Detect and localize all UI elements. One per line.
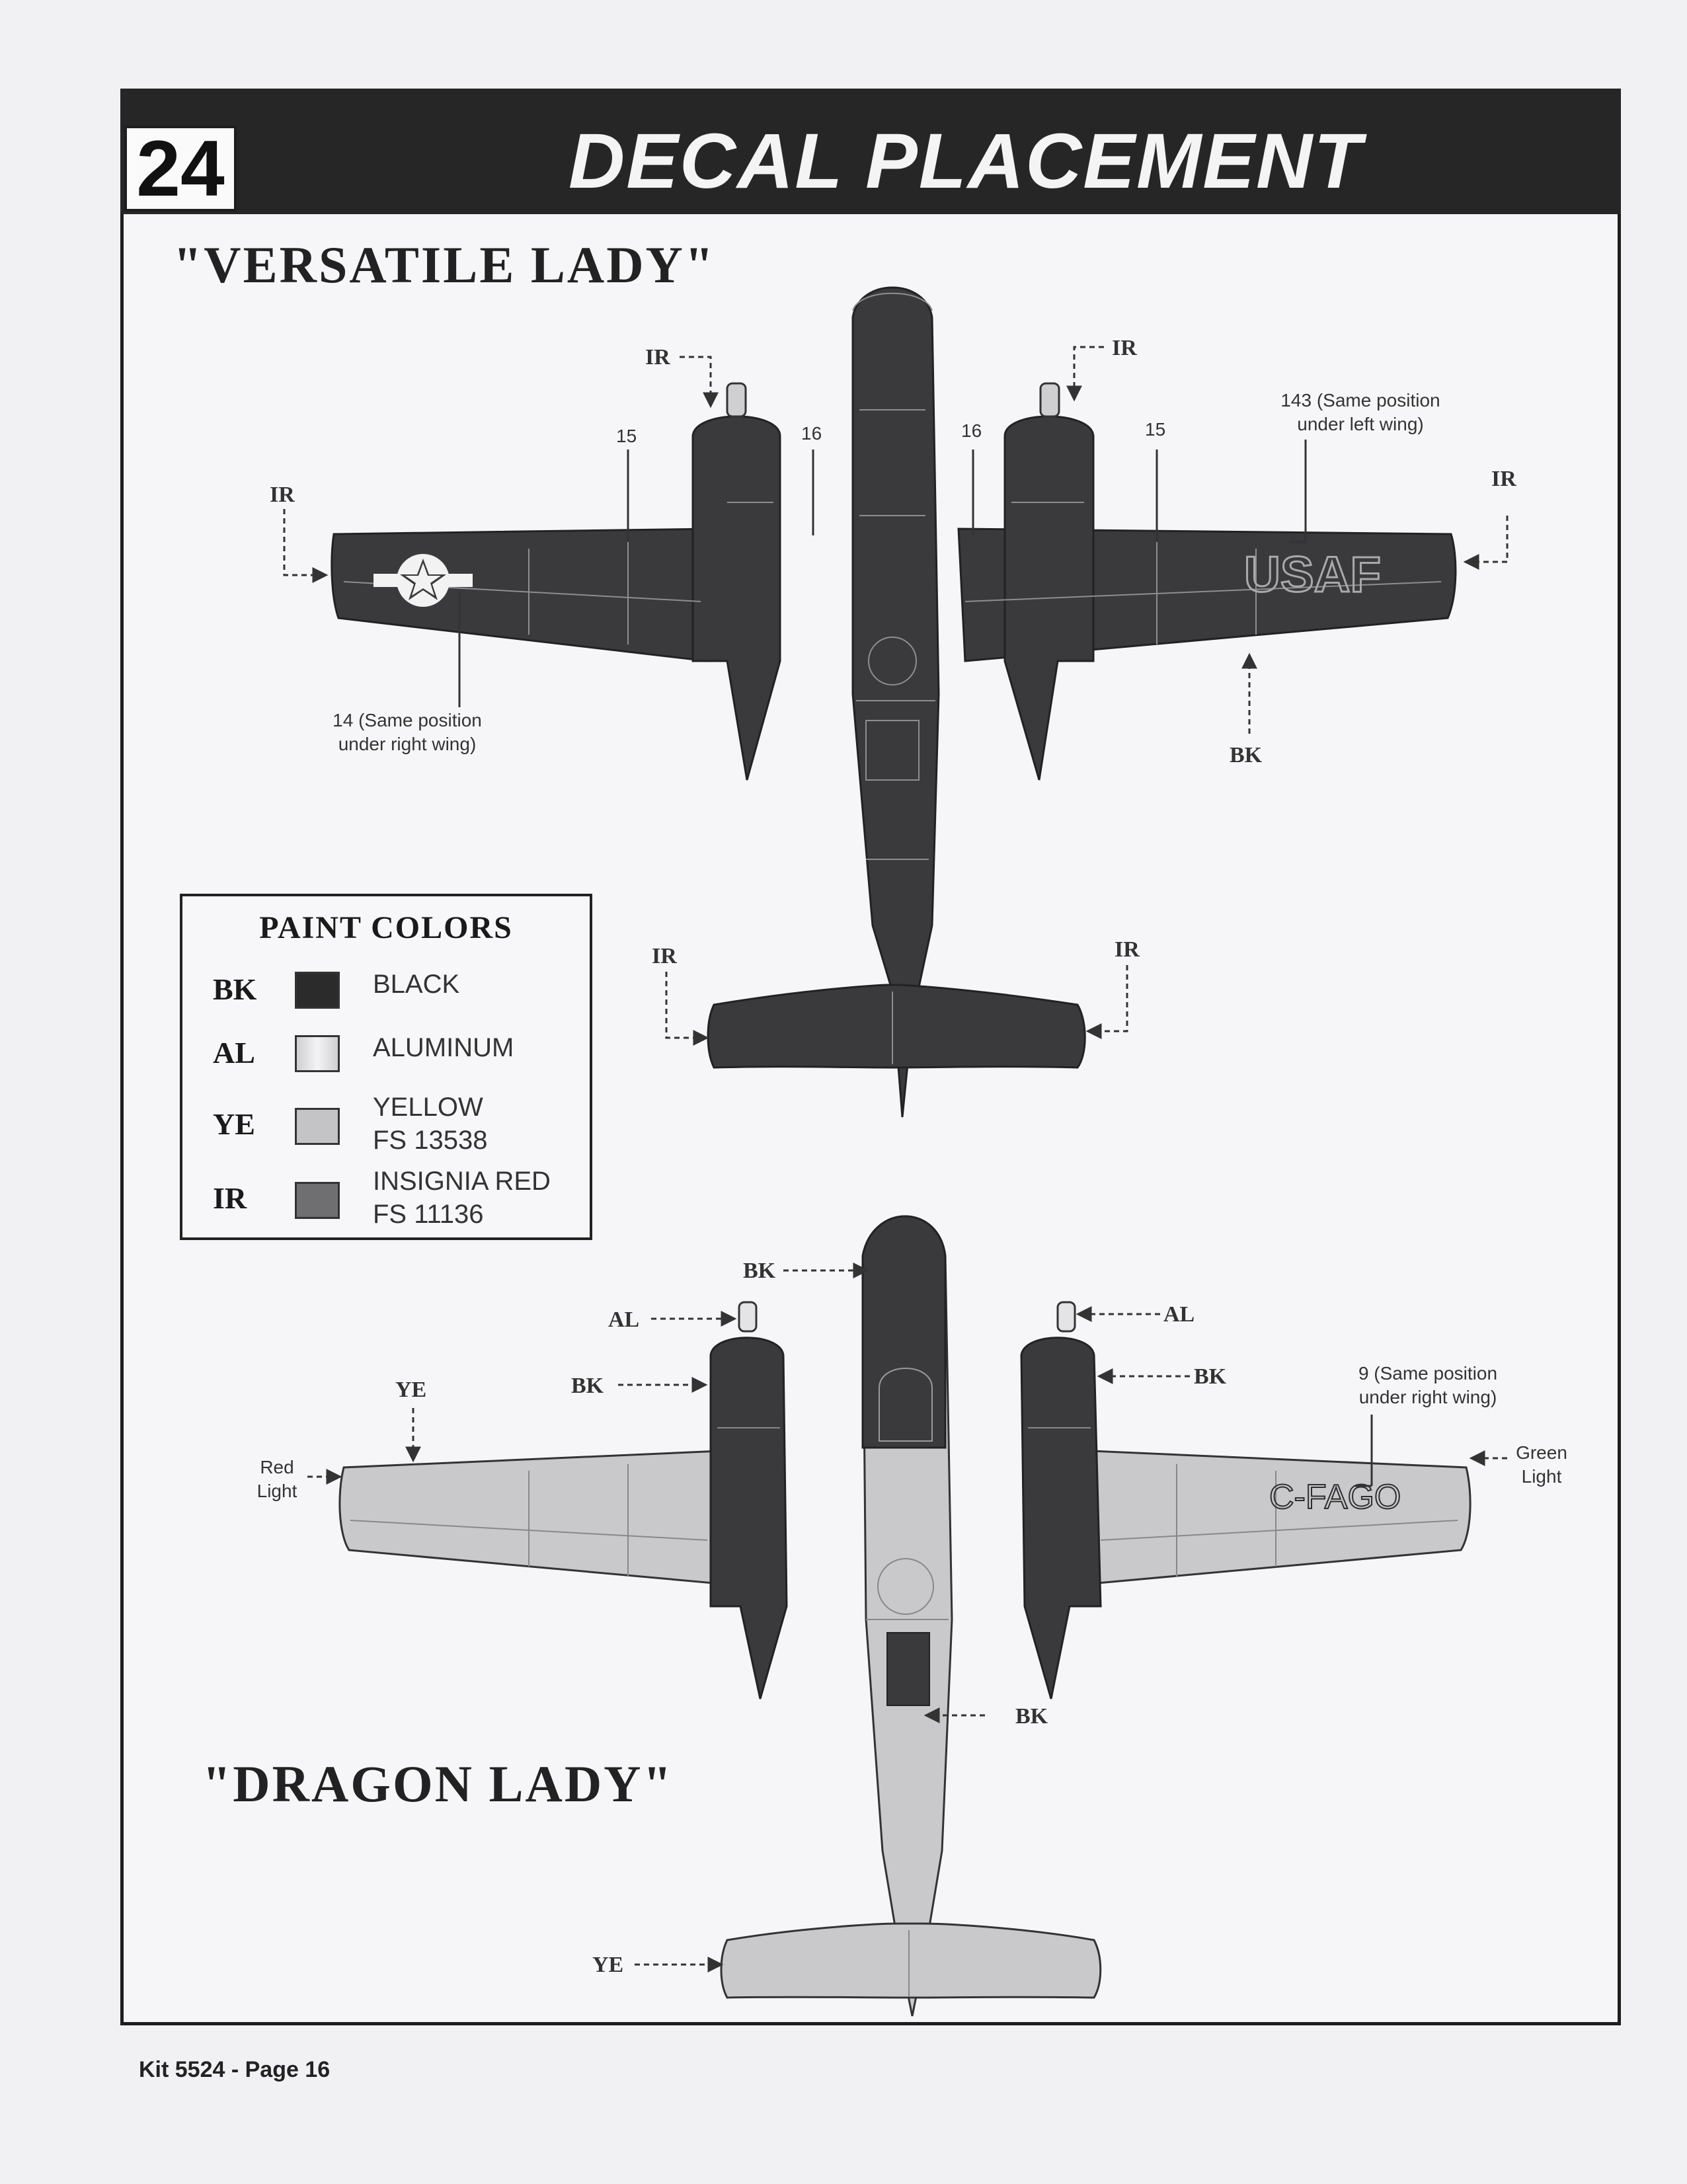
decal-16-right: 16	[961, 420, 982, 441]
note-green-light: Green Light	[1516, 1442, 1567, 1487]
header-banner	[120, 89, 1621, 214]
decal-15-right: 15	[1145, 419, 1166, 440]
note-decal-14: 14 (Same position under right wing)	[333, 710, 482, 754]
callout-ye-tailplane: YE	[592, 1953, 624, 1977]
paint-colors-legend: PAINT COLORS BK BLACK AL ALUMINUM YE YEL…	[180, 894, 592, 1240]
callout-bk-nose: BK	[743, 1259, 776, 1283]
legend-swatch-black	[295, 972, 340, 1009]
legend-row: BK BLACK	[182, 962, 590, 1029]
legend-row: AL ALUMINUM	[182, 1026, 590, 1092]
top-nacelle-left	[691, 415, 781, 781]
page-footer: Kit 5524 - Page 16	[139, 2057, 331, 2082]
note-decal-143: 143 (Same position under left wing)	[1280, 390, 1440, 434]
bottom-fuselage-nose	[861, 1215, 947, 1449]
callout-ir-left-tailplane: IR	[652, 944, 677, 968]
callout-ir-right-wingtip: IR	[1491, 467, 1516, 491]
legend-title: PAINT COLORS	[259, 910, 513, 945]
usaf-marking: USAF	[1244, 547, 1381, 603]
callout-bk-right-nacelle: BK	[1194, 1364, 1227, 1389]
legend-name: ALUMINUM	[373, 1033, 514, 1062]
note-decal-9: 9 (Same position under right wing)	[1358, 1363, 1498, 1407]
legend-swatch-yellow	[295, 1108, 340, 1145]
star-insignia	[373, 554, 473, 607]
step-number: 24	[124, 124, 237, 213]
versatile-lady-aircraft: USAF	[331, 286, 1457, 1118]
callout-bk-left-nacelle: BK	[571, 1374, 604, 1398]
callout-ir-left-wingtip: IR	[270, 483, 295, 507]
legend-name-fs: FS 13538	[373, 1126, 488, 1155]
legend-code: IR	[213, 1181, 247, 1215]
versatile-lady-title: "VERSATILE LADY"	[173, 236, 716, 293]
top-wing-left	[331, 527, 715, 662]
top-fuselage	[851, 286, 940, 1118]
bottom-tailplane	[720, 1922, 1102, 1999]
callout-ir-left-spinner: IR	[645, 345, 670, 370]
callout-bk-fuselage: BK	[1015, 1704, 1048, 1729]
legend-row: YE YELLOW FS 13538	[182, 1093, 590, 1161]
callout-ir-right-tailplane: IR	[1115, 937, 1140, 962]
bottom-nacelle-right	[1020, 1337, 1102, 1699]
legend-name: INSIGNIA RED	[373, 1167, 551, 1196]
callout-ye-wing: YE	[395, 1378, 427, 1402]
registration-marking: C-FAGO	[1269, 1478, 1401, 1516]
callout-bk-wing-walkway: BK	[1230, 743, 1263, 767]
dragon-lady-title: "DRAGON LADY"	[202, 1755, 674, 1813]
legend-name: BLACK	[373, 970, 460, 999]
callout-al-right-spinner: AL	[1163, 1302, 1195, 1327]
dragon-lady-aircraft: C-FAGO	[338, 1215, 1471, 2017]
page-title: DECAL PLACEMENT	[569, 118, 1363, 205]
decal-15-left: 15	[616, 426, 637, 446]
legend-name: YELLOW	[373, 1093, 483, 1122]
legend-code: YE	[213, 1107, 255, 1141]
note-red-light: Red Light	[256, 1457, 297, 1501]
legend-swatch-aluminum	[295, 1035, 340, 1072]
legend-code: AL	[213, 1036, 255, 1070]
bottom-wing-left	[338, 1450, 722, 1584]
decal-16-left: 16	[801, 423, 822, 444]
bottom-wing-right	[1089, 1450, 1471, 1584]
bottom-nacelle-left	[709, 1337, 788, 1699]
legend-row: IR INSIGNIA RED FS 11136	[182, 1167, 590, 1235]
callout-al-left-spinner: AL	[608, 1307, 640, 1332]
legend-swatch-insignia-red	[295, 1182, 340, 1219]
callout-ir-right-spinner: IR	[1112, 336, 1137, 360]
legend-code: BK	[213, 972, 257, 1006]
legend-name-fs: FS 11136	[373, 1200, 484, 1229]
top-tailplane	[707, 984, 1086, 1069]
